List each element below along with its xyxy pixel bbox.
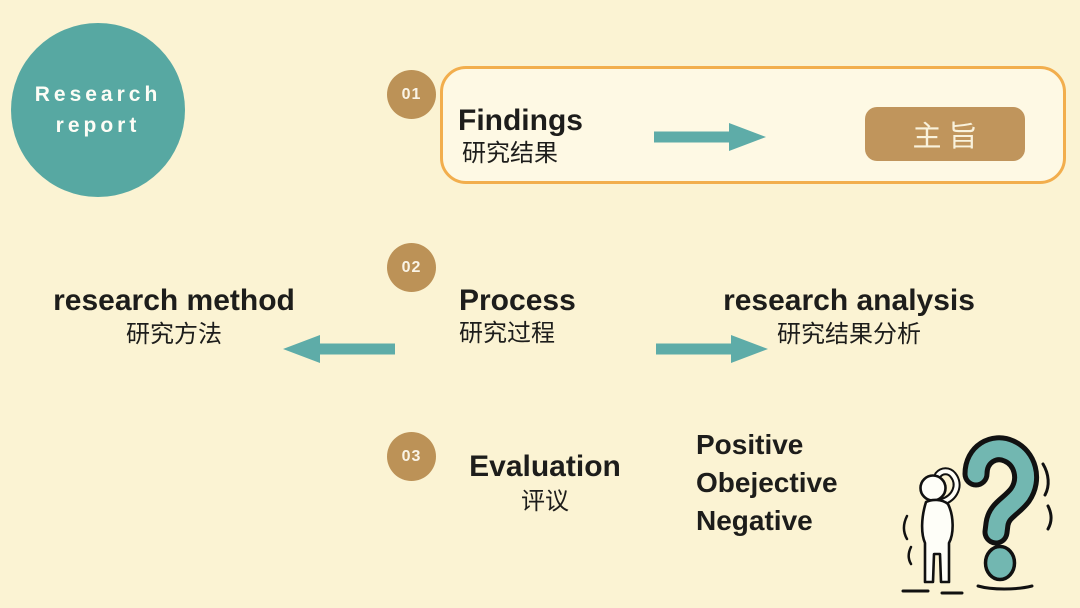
question-mark-illustration <box>901 435 1053 595</box>
step2-title: Process <box>459 284 576 317</box>
research-analysis-subtitle: 研究结果分析 <box>777 320 921 348</box>
step1-title: Findings <box>458 104 583 137</box>
motion-arc <box>1046 504 1053 531</box>
step2-number: 02 <box>401 258 422 276</box>
step3-subtitle: 评议 <box>521 487 569 515</box>
step3-number: 03 <box>401 447 422 465</box>
research-analysis-title: research analysis <box>723 284 975 317</box>
logo-line-2: report <box>55 114 141 137</box>
main-idea-tag: 主旨 <box>865 107 1025 161</box>
motion-arc <box>1041 462 1050 497</box>
question-mark-icon <box>962 435 1040 582</box>
research-method-block: research method 研究方法 <box>28 284 320 349</box>
research-method-subtitle: 研究方法 <box>126 320 222 348</box>
arrow-right-icon <box>656 335 768 363</box>
research-analysis-block: research analysis 研究结果分析 <box>703 284 995 349</box>
step1-subtitle: 研究结果 <box>462 139 558 167</box>
research-method-title: research method <box>53 284 295 317</box>
main-idea-label: 主旨 <box>912 121 985 153</box>
evaluation-block: Evaluation 评议 <box>459 450 631 516</box>
arrow-right-icon <box>654 123 766 151</box>
research-report-circle: Research report <box>11 23 185 197</box>
motion-arc <box>907 545 913 566</box>
step3-number-badge: 03 <box>387 432 436 481</box>
step3-title: Evaluation <box>469 450 621 483</box>
quality-obejective: Obejective <box>696 467 838 498</box>
quality-positive: Positive <box>696 429 804 460</box>
thinking-person-icon <box>919 467 961 584</box>
step1-number-badge: 01 <box>387 70 436 119</box>
step1-number: 01 <box>401 85 422 103</box>
ground-line <box>976 584 1034 591</box>
findings-block: Findings 研究结果 <box>458 104 583 168</box>
process-block: Process 研究过程 <box>459 284 576 348</box>
quality-negative: Negative <box>696 505 813 536</box>
step2-number-badge: 02 <box>387 243 436 292</box>
step2-subtitle: 研究过程 <box>459 319 555 347</box>
arrow-left-icon <box>283 335 395 363</box>
motion-arc <box>902 514 909 541</box>
logo-line-1: Research <box>34 82 162 106</box>
evaluation-qualities: Positive Obejective Negative <box>696 426 838 540</box>
